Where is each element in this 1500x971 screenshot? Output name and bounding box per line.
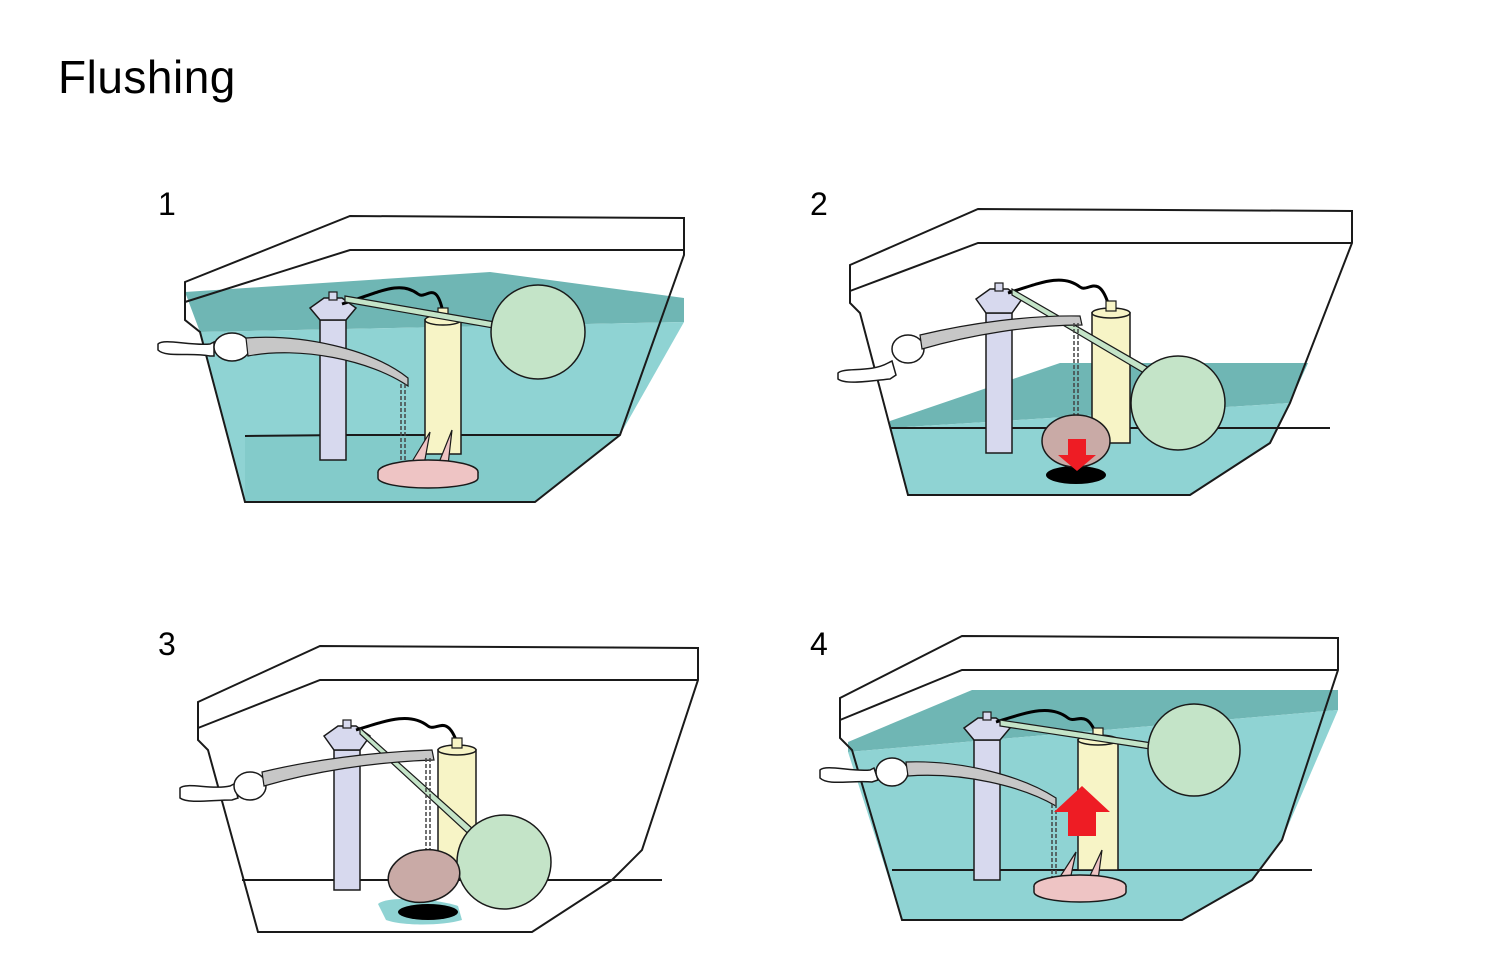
flush-handle: [157, 332, 251, 362]
flapper: [387, 848, 461, 904]
lift-chain: [425, 758, 431, 858]
flapper: [1033, 849, 1127, 903]
overflow-tube: [308, 291, 358, 461]
flush-handle: [819, 757, 909, 787]
float-ball: [490, 284, 586, 380]
trip-lever-arm: [245, 336, 409, 388]
page-title: Flushing: [58, 51, 236, 103]
step-4-number: 4: [810, 626, 828, 662]
step-4-tank-illustration: [819, 634, 1339, 921]
flush-handle: [837, 334, 925, 383]
step-2-tank-illustration: [837, 207, 1353, 496]
float-ball: [1130, 355, 1226, 451]
step-3-tank-illustration: [179, 644, 699, 933]
overflow-tube: [962, 711, 1012, 881]
flush-valve-opening: [398, 904, 458, 920]
overflow-tube: [322, 719, 372, 891]
overflow-tube: [974, 282, 1024, 454]
up-arrow: [1054, 786, 1110, 836]
trip-lever-arm: [261, 749, 435, 787]
flush-handle: [179, 771, 267, 803]
step-2-number: 2: [810, 186, 828, 222]
refill-tube: [1007, 278, 1110, 304]
step-3-number: 3: [158, 626, 176, 662]
step-1-tank-illustration: [157, 214, 685, 503]
flush-valve-opening: [1046, 466, 1106, 484]
refill-tube: [995, 709, 1098, 735]
lift-chain: [1051, 804, 1057, 880]
step-1-number: 1: [158, 186, 176, 222]
refill-tube: [355, 717, 458, 741]
float-ball: [456, 814, 552, 910]
trip-lever-arm: [919, 315, 1083, 350]
flapper: [377, 429, 479, 489]
down-arrow: [1058, 439, 1096, 471]
lift-chain: [400, 384, 406, 468]
float-ball: [1147, 703, 1241, 797]
refill-tube: [341, 286, 444, 309]
